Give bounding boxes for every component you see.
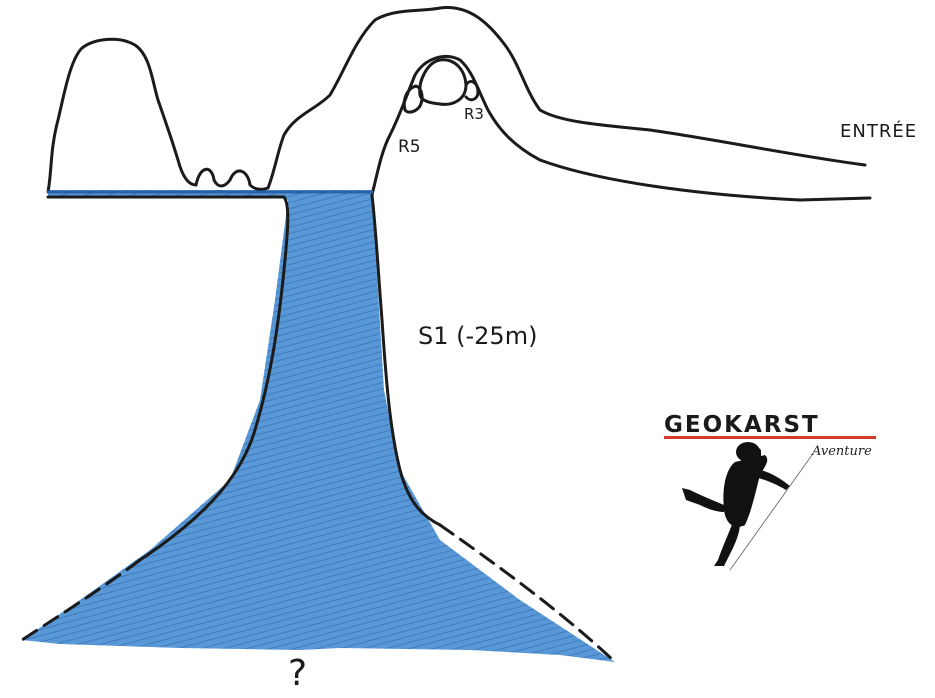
- logo-tagline: Aventure: [811, 444, 872, 459]
- geokarst-logo: GEOKARST Aventure: [664, 412, 876, 570]
- unknown-continuation-label: ?: [288, 653, 307, 694]
- sump-depth-label: S1 (-25m): [418, 322, 537, 350]
- diver-icon: [682, 442, 790, 566]
- r5-label: R5: [398, 137, 421, 157]
- logo-name: GEOKARST: [664, 412, 820, 438]
- logo-underline: [664, 436, 876, 439]
- sump-water: [22, 190, 615, 662]
- entrance-label: ENTRÉE: [840, 120, 917, 142]
- r3-label: R3: [464, 105, 484, 123]
